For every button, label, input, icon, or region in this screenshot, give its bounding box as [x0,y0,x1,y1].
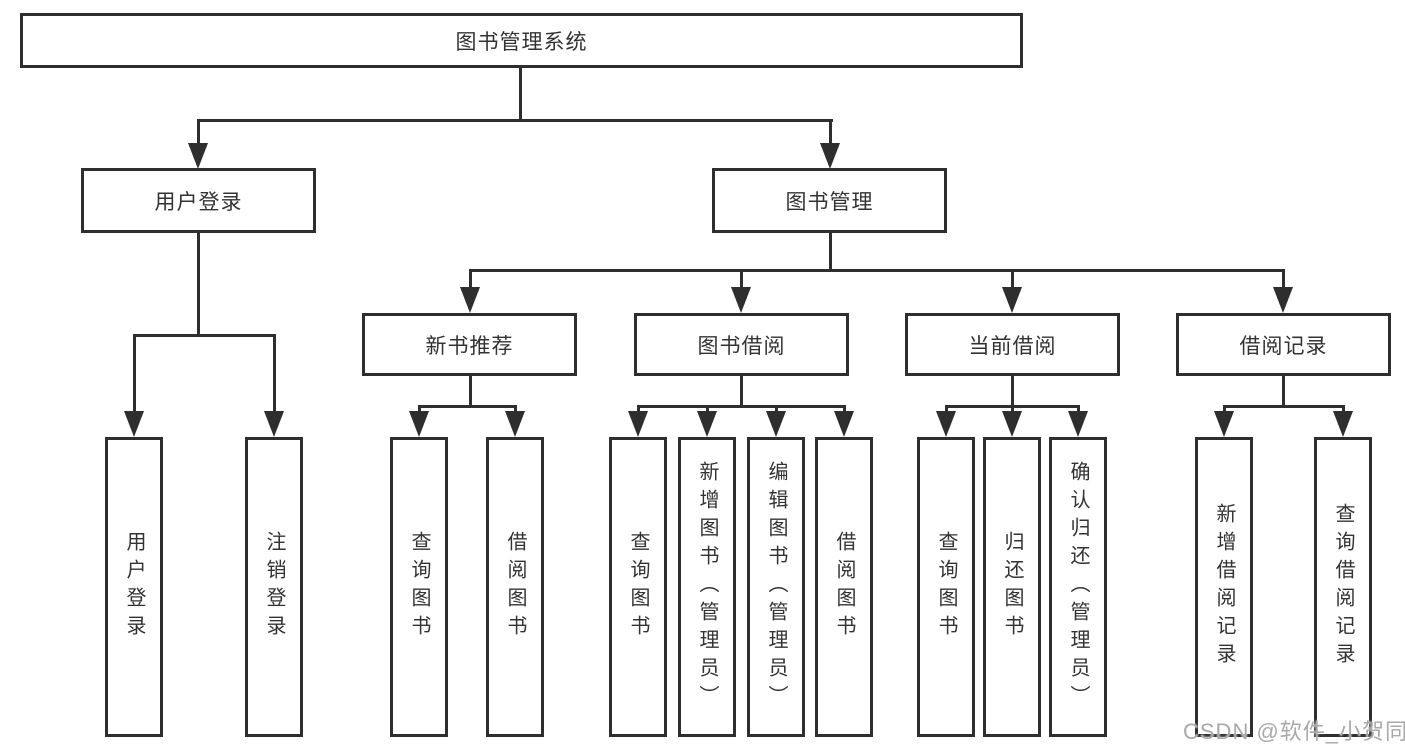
arrowhead-icon [936,411,956,437]
arrowhead-icon [1002,411,1022,437]
connector-line [843,405,846,413]
arrowhead-icon [697,411,717,437]
node-library-system: 图书管理系统 [20,13,1023,68]
connector-line [637,405,640,413]
node-label: 确认归还（管理员） [1067,461,1089,713]
arrowhead-icon [264,411,284,437]
arrowhead-icon [188,143,208,169]
connector-line [740,374,743,407]
node-label: 用户登录 [154,190,243,214]
leaf-query-books-borrow: 查询图书 [609,437,667,737]
leaf-query-borrow-record: 查询借阅记录 [1314,437,1372,737]
connector-line [775,405,778,413]
node-borrow-records: 借阅记录 [1176,313,1391,376]
arrowhead-icon [1214,411,1234,437]
node-label: 新书推荐 [425,334,514,358]
node-label: 查询图书 [935,531,957,643]
node-label: 编辑图书（管理员） [765,461,787,713]
connector-line [1282,269,1285,289]
arrowhead-icon [731,287,751,313]
connector-line [829,119,832,144]
leaf-user-login: 用户登录 [105,437,163,737]
node-label: 新增图书（管理员） [696,461,718,713]
node-label: 查询图书 [627,531,649,643]
node-current-borrow: 当前借阅 [905,313,1120,376]
connector-line [469,269,1285,272]
arrowhead-icon [820,143,840,169]
node-label: 当前借阅 [968,334,1057,358]
connector-line [418,405,421,413]
node-label: 图书借阅 [697,334,786,358]
connector-line [469,269,472,289]
node-label: 注销登录 [263,531,285,643]
node-user-login: 用户登录 [81,168,316,233]
leaf-logout: 注销登录 [245,437,303,737]
leaf-return-books: 归还图书 [983,437,1041,737]
arrowhead-icon [1068,411,1088,437]
connector-line [1011,374,1014,407]
arrowhead-icon [1333,411,1353,437]
node-label: 图书管理 [785,190,874,214]
arrowhead-icon [460,287,480,313]
connector-line [1282,374,1285,407]
connector-line [273,334,276,413]
connector-line [197,119,833,122]
leaf-add-book-admin: 新增图书（管理员） [678,437,736,737]
connector-line [519,66,522,121]
leaf-borrow-books: 借阅图书 [815,437,873,737]
connector-line [514,405,517,413]
connector-line [1011,269,1014,289]
connector-line [197,119,200,144]
connector-line [1223,405,1345,408]
leaf-add-borrow-record: 新增借阅记录 [1195,437,1253,737]
node-book-management: 图书管理 [712,168,947,233]
node-label: 查询图书 [408,531,430,643]
connector-line [1011,405,1014,413]
arrowhead-icon [1002,287,1022,313]
arrowhead-icon [505,411,525,437]
node-label: 借阅图书 [833,531,855,643]
connector-line [706,405,709,413]
connector-line [197,231,200,336]
arrowhead-icon [124,411,144,437]
connector-line [829,231,832,271]
connector-line [1342,405,1345,413]
leaf-query-books-recommend: 查询图书 [390,437,448,737]
node-book-borrow: 图书借阅 [634,313,849,376]
connector-line [418,405,517,408]
arrowhead-icon [834,411,854,437]
arrowhead-icon [766,411,786,437]
node-label: 新增借阅记录 [1213,503,1235,671]
leaf-query-books-current: 查询图书 [917,437,975,737]
connector-line [740,269,743,289]
node-label: 用户登录 [123,531,145,643]
arrowhead-icon [1273,287,1293,313]
leaf-borrow-books-recommend: 借阅图书 [486,437,544,737]
connector-line [1077,405,1080,413]
connector-line [133,334,136,413]
leaf-edit-book-admin: 编辑图书（管理员） [747,437,805,737]
connector-line [637,405,846,408]
node-new-book-recommend: 新书推荐 [362,313,577,376]
arrowhead-icon [628,411,648,437]
node-label: 查询借阅记录 [1332,503,1354,671]
leaf-confirm-return-admin: 确认归还（管理员） [1049,437,1107,737]
connector-line [469,374,472,407]
node-label: 归还图书 [1001,531,1023,643]
watermark-text: CSDN @软件_小贺同学 [1183,719,1405,744]
node-label: 借阅记录 [1239,334,1328,358]
connector-line [133,334,275,337]
node-label: 借阅图书 [504,531,526,643]
arrowhead-icon [409,411,429,437]
connector-line [1223,405,1226,413]
node-label: 图书管理系统 [455,30,588,54]
connector-line [945,405,948,413]
